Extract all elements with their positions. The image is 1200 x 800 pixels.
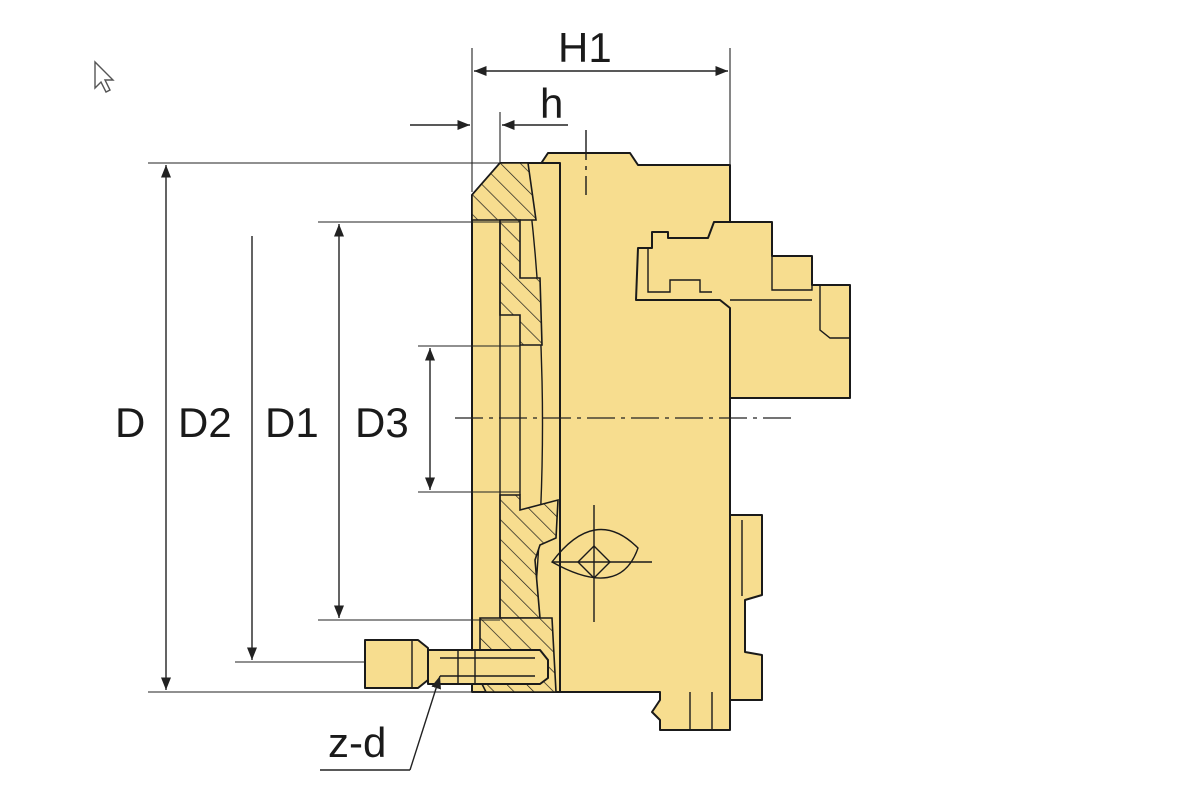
dimension-D2: D2 bbox=[178, 236, 365, 663]
mouse-pointer-icon bbox=[94, 60, 115, 93]
lower-jaw bbox=[729, 514, 763, 701]
dimension-zd: z-d bbox=[320, 675, 441, 771]
mounting-bolt bbox=[364, 639, 549, 689]
dimension-H1: H1 bbox=[471, 24, 731, 192]
upper-jaw bbox=[635, 221, 851, 399]
chuck-body bbox=[364, 130, 851, 731]
label-D: D bbox=[115, 399, 145, 446]
dimension-D1: D1 bbox=[265, 221, 520, 621]
dimension-h: h bbox=[410, 80, 568, 163]
label-D3: D3 bbox=[355, 399, 409, 446]
upper-hatch bbox=[499, 219, 543, 346]
label-zd: z-d bbox=[328, 719, 386, 766]
top-hatch bbox=[471, 162, 537, 221]
label-H1: H1 bbox=[558, 24, 612, 71]
dimension-D: D bbox=[115, 162, 500, 693]
key-socket bbox=[550, 505, 652, 622]
label-h: h bbox=[540, 80, 563, 127]
label-D2: D2 bbox=[178, 399, 232, 446]
dimension-D3: D3 bbox=[355, 345, 520, 493]
label-D1: D1 bbox=[265, 399, 319, 446]
